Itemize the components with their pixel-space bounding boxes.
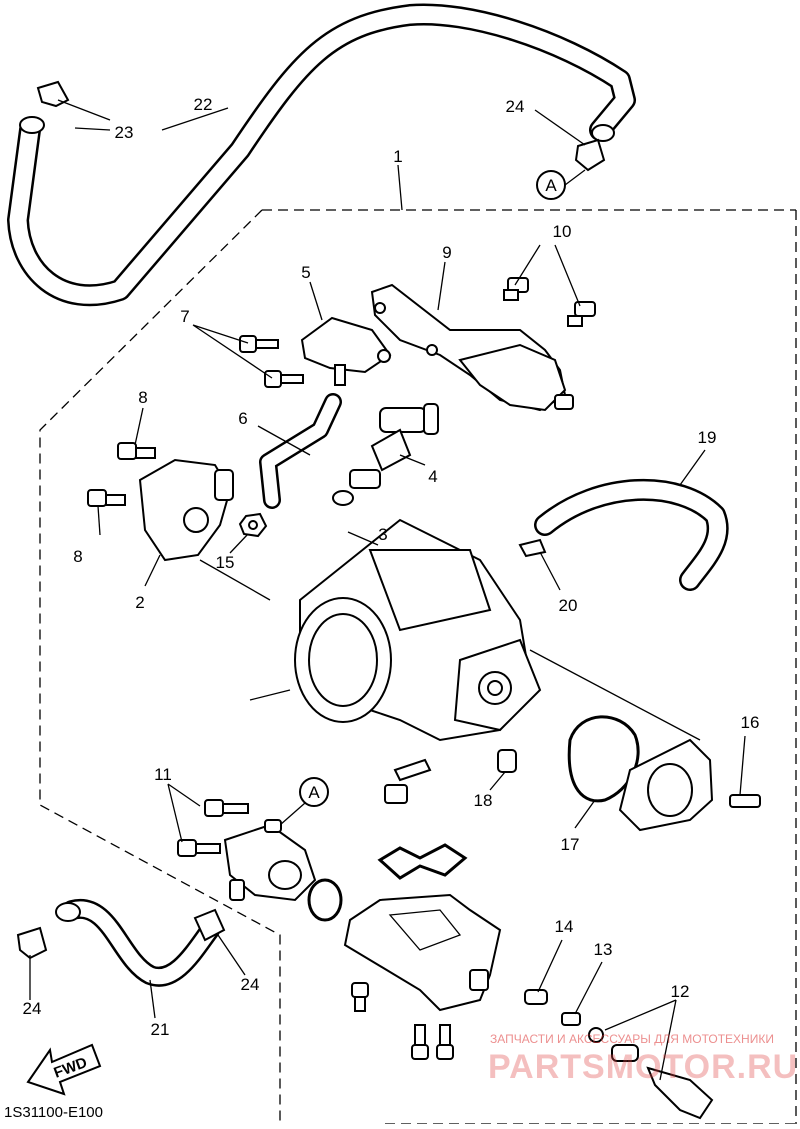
callout-15: 15 bbox=[216, 553, 235, 572]
fitting-11 bbox=[223, 819, 317, 902]
spring-14 bbox=[524, 989, 548, 1005]
screw-bottom-mid1 bbox=[411, 1024, 429, 1060]
clamp-24-bottom-mid bbox=[193, 908, 226, 942]
hose-19 bbox=[534, 478, 729, 591]
watermark: ЗАПЧАСТИ И АКСЕССУАРЫ ДЛЯ МОТОТЕХНИКИ PA… bbox=[488, 1032, 798, 1086]
callout-14: 14 bbox=[555, 917, 574, 936]
callout-18: 18 bbox=[474, 791, 493, 810]
callout-8-upper: 8 bbox=[138, 388, 147, 407]
callout-22: 22 bbox=[194, 95, 213, 114]
o-ring-3 bbox=[332, 490, 354, 506]
idle-control-body bbox=[343, 893, 502, 1012]
bolt-11-lower bbox=[177, 839, 221, 857]
ref-mark-a-top-label: A bbox=[545, 176, 557, 195]
callout-17: 17 bbox=[561, 835, 580, 854]
callout-7: 7 bbox=[180, 307, 189, 326]
callout-6: 6 bbox=[238, 409, 247, 428]
fwd-arrow: FWD bbox=[26, 1043, 102, 1096]
center-bolt bbox=[384, 758, 432, 804]
screw-13 bbox=[561, 1012, 581, 1026]
callout-16: 16 bbox=[741, 713, 760, 732]
callout-20: 20 bbox=[559, 596, 578, 615]
ref-mark-a-mid: A bbox=[279, 777, 329, 826]
screw-bottom-mid2 bbox=[436, 1024, 454, 1060]
sensor-5 bbox=[300, 316, 392, 386]
callout-9: 9 bbox=[442, 243, 451, 262]
ref-mark-a-top: A bbox=[536, 169, 586, 200]
screw-10-upper bbox=[503, 277, 529, 301]
callout-10: 10 bbox=[553, 222, 572, 241]
cover-plate-16 bbox=[618, 738, 761, 832]
hose-22 bbox=[7, 3, 636, 307]
throttle-position-sensor-2 bbox=[138, 458, 234, 562]
nut-15 bbox=[238, 512, 268, 538]
hose-21 bbox=[55, 898, 220, 987]
callout-3: 3 bbox=[378, 525, 387, 544]
callout-19: 19 bbox=[698, 428, 717, 447]
callout-13: 13 bbox=[594, 940, 613, 959]
injector-4 bbox=[349, 403, 439, 489]
screw-7-upper bbox=[239, 335, 279, 353]
callout-24-bottom-mid: 24 bbox=[241, 975, 260, 994]
screw-bottom-left bbox=[351, 982, 369, 1012]
watermark-line1: ЗАПЧАСТИ И АКСЕССУАРЫ ДЛЯ МОТОТЕХНИКИ bbox=[490, 1032, 774, 1046]
throttle-body bbox=[294, 518, 542, 742]
screw-12 bbox=[588, 1027, 714, 1120]
watermark-line2: PARTSMOTOR.RU bbox=[488, 1048, 798, 1086]
callout-5: 5 bbox=[301, 263, 310, 282]
bolt-11-upper bbox=[204, 799, 249, 817]
callout-11: 11 bbox=[154, 765, 172, 784]
clamp-24-top bbox=[574, 138, 606, 172]
clamp-23 bbox=[36, 80, 111, 121]
o-ring-fitting bbox=[307, 878, 343, 922]
ref-mark-a-mid-label: A bbox=[308, 783, 320, 802]
diagram-code: 1S31100-E100 bbox=[4, 1104, 103, 1121]
callouts: 1 2 3 4 5 6 7 8 8 9 10 11 12 13 14 15 16… bbox=[23, 95, 760, 1039]
callout-1: 1 bbox=[393, 147, 402, 166]
clamp-24-bottom-left bbox=[16, 926, 48, 960]
leader-lines bbox=[29, 107, 746, 1081]
bolt-8-lower bbox=[87, 489, 126, 507]
callout-12: 12 bbox=[671, 982, 690, 1001]
callout-4: 4 bbox=[428, 467, 437, 486]
callout-24-bottom-left: 24 bbox=[23, 999, 42, 1018]
screw-18 bbox=[497, 749, 517, 773]
screw-10-lower bbox=[567, 301, 596, 327]
hose-6 bbox=[259, 393, 342, 509]
callout-21: 21 bbox=[151, 1020, 170, 1039]
screw-7-lower bbox=[264, 370, 304, 388]
clip-20 bbox=[518, 538, 547, 558]
bolt-8-upper bbox=[117, 442, 156, 460]
callout-24-top: 24 bbox=[506, 97, 525, 116]
fuel-rail bbox=[458, 343, 574, 412]
gasket-upper bbox=[377, 843, 468, 880]
callout-2: 2 bbox=[135, 593, 144, 612]
callout-23: 23 bbox=[115, 123, 134, 142]
callout-8-lower: 8 bbox=[73, 547, 82, 566]
